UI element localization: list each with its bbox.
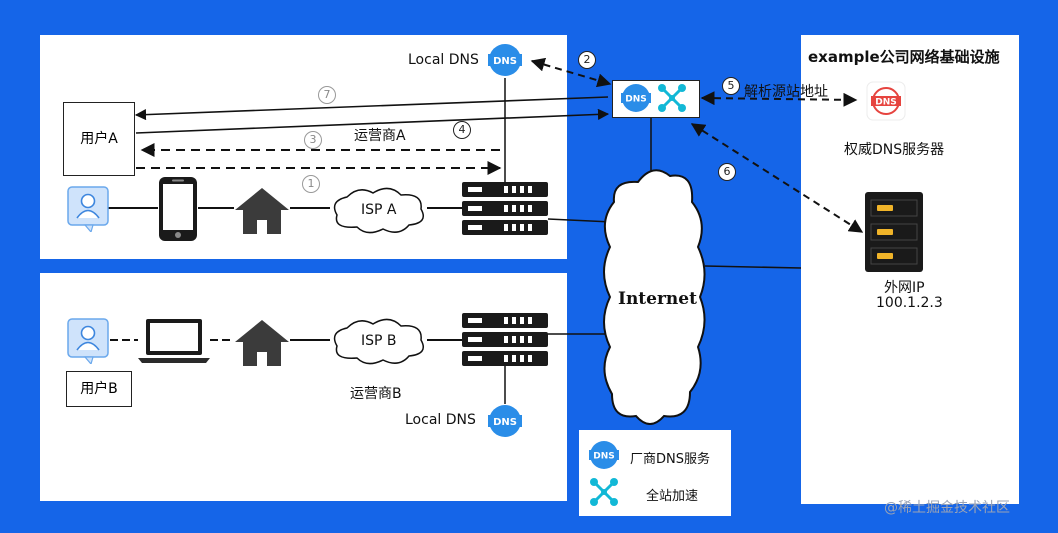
home-icon-a: [235, 188, 289, 234]
step-4-badge: 4: [453, 121, 471, 139]
dns-badge-text-node: DNS: [625, 95, 647, 105]
isp-b-label: ISP B: [361, 333, 397, 349]
authoritative-dns-label: 权威DNS服务器: [844, 142, 945, 158]
dns-badge-text-legend: DNS: [593, 452, 615, 462]
origin-server-icon: [865, 192, 923, 272]
user-b-box: 用户B: [66, 371, 132, 407]
origin-ip-label: 外网IP: [884, 280, 925, 296]
legend-acceleration-icon: [590, 478, 618, 506]
local-dns-b-label: Local DNS: [405, 412, 476, 428]
isp-a-caption: 运营商A: [354, 128, 406, 144]
isp-a-server-icon: [462, 182, 548, 235]
step-1-badge: 1: [302, 175, 320, 193]
vendor-dns-node-icon: DNS: [621, 84, 651, 112]
origin-ip-value: 100.1.2.3: [876, 295, 943, 311]
dns-badge-text-auth: DNS: [875, 98, 897, 108]
step-3-badge: 3: [304, 131, 322, 149]
avatar-icon-b: [67, 318, 109, 364]
isp-b-caption: 运营商B: [350, 386, 402, 402]
dns-badge-text-a: DNS: [493, 56, 517, 67]
step-2-badge: 2: [578, 51, 596, 69]
isp-a-label: ISP A: [361, 202, 397, 218]
avatar-icon-a: [67, 186, 109, 232]
isp-b-cloud: [333, 318, 424, 365]
legend-dns-label: 厂商DNS服务: [630, 452, 710, 467]
isp-a-cloud: [333, 187, 424, 234]
authoritative-dns-icon: DNS: [866, 81, 906, 121]
step-6-badge: 6: [718, 163, 736, 181]
legend-acceleration-label: 全站加速: [646, 489, 699, 504]
dns-badge-text-b: DNS: [493, 417, 517, 428]
home-icon-b: [235, 320, 289, 366]
user-a-box: 用户A: [63, 102, 135, 176]
local-dns-b-icon: DNS: [488, 405, 522, 437]
company-panel-title: example公司网络基础设施: [808, 48, 1000, 66]
watermark-text: @稀土掘金技术社区: [884, 500, 1010, 516]
acceleration-node-icon: [658, 84, 686, 112]
local-dns-a-label: Local DNS: [408, 52, 479, 68]
internet-cloud: [603, 169, 706, 425]
local-dns-a-icon: DNS: [488, 44, 522, 76]
internet-label: Internet: [618, 289, 697, 309]
isp-b-server-icon: [462, 313, 548, 366]
smartphone-icon: [159, 177, 197, 241]
resolve-origin-label: 解析源站地址: [744, 84, 828, 100]
step-7-badge: 7: [318, 86, 336, 104]
step-5-badge: 5: [722, 77, 740, 95]
legend-dns-icon: DNS: [589, 441, 619, 469]
laptop-icon: [138, 319, 210, 363]
